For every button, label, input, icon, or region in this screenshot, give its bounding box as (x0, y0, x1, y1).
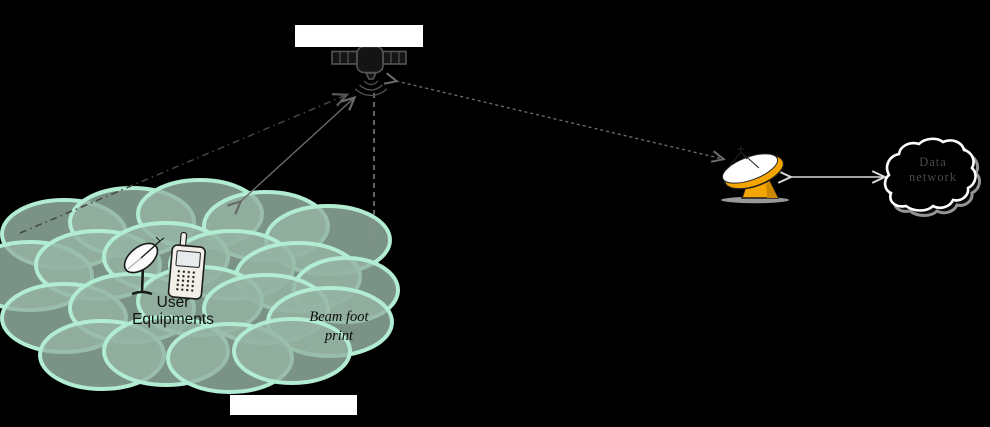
gateway-dish-icon (721, 146, 789, 204)
beam-footprint-label-line1: Beam foot (309, 309, 369, 325)
satellite-icon (331, 45, 407, 97)
cloud-label-line2: network (909, 170, 957, 184)
signal-wave-icon (363, 80, 379, 86)
solar-panel-right (382, 50, 407, 65)
beam-footprint-cluster (0, 178, 400, 394)
label-box-top (295, 25, 423, 47)
feeder-link-dashed-arrow (396, 81, 723, 159)
signal-wave-icon (359, 84, 383, 91)
gateway-feed-arm (727, 151, 760, 169)
gateway-feed-tip (737, 146, 744, 152)
cloud-label-line1: Data (919, 155, 947, 169)
satellite-dish-icon (123, 236, 165, 296)
solar-panel-left (331, 50, 358, 65)
dish-feed-tip (155, 236, 165, 242)
user-link-double-arrow (240, 98, 354, 202)
phone-keypad (176, 270, 195, 292)
label-box-bottom (230, 395, 357, 415)
cloud-icon (883, 137, 977, 212)
mobile-phone-icon (167, 231, 206, 300)
beam-footprint-label-line2: print (324, 328, 354, 344)
user-uplink-dashdot-arrow (19, 95, 346, 234)
user-equipments-label-line2: Equipments (132, 311, 214, 328)
user-equipments-label-line1: User (157, 294, 190, 311)
phone-screen (175, 250, 201, 268)
satellite-body (356, 45, 384, 74)
signal-wave-icon (354, 88, 388, 97)
satellite-antenna (364, 72, 378, 80)
dish-base (131, 290, 153, 296)
beam-ellipse (232, 317, 352, 385)
core-network-cloud: Data network (883, 137, 981, 217)
dish-feed (140, 240, 161, 259)
